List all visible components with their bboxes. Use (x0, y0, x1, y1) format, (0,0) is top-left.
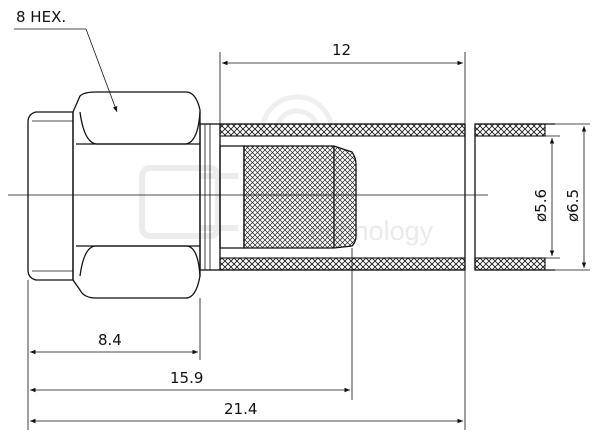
dim-label-21-4: 21.4 (224, 400, 257, 418)
nut-flange (27, 111, 74, 281)
dim-label-12: 12 (332, 41, 351, 59)
knurled-ferrule (219, 145, 357, 249)
dim-label-dia-6-5: ø6.5 (564, 189, 582, 222)
hex-nut (72, 91, 201, 299)
dim-label-15-9: 15.9 (170, 369, 203, 387)
crimp-sleeve (219, 123, 555, 271)
dim-label-8-4: 8.4 (98, 331, 122, 349)
hex-leader-line (85, 28, 118, 113)
dim-label-dia-5-6: ø5.6 (532, 189, 550, 222)
hex-label: 8 HEX. (16, 8, 66, 26)
